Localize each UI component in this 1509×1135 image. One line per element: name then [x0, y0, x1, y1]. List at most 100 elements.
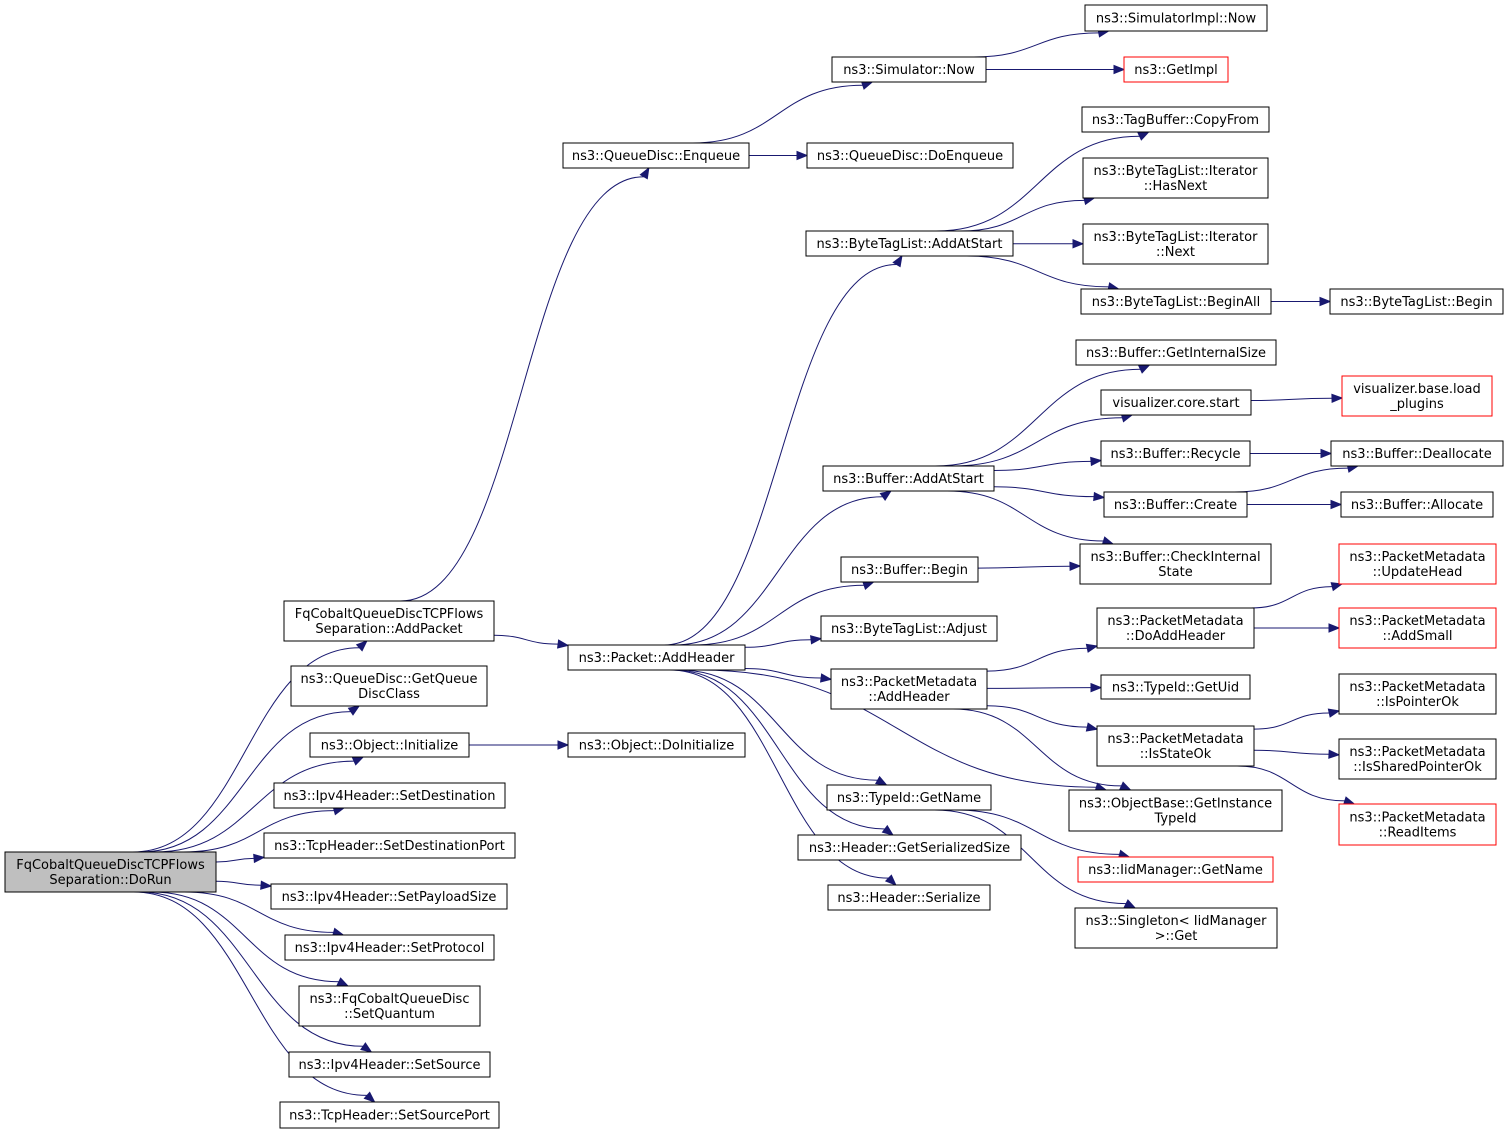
- node-singletonGet[interactable]: ns3::Singleton< IidManager>::Get: [1074, 907, 1278, 949]
- node-btlItNext[interactable]: ns3::ByteTagList::Iterator::Next: [1082, 223, 1269, 265]
- node-box: [1080, 288, 1272, 315]
- node-pmDoAddHeader[interactable]: ns3::PacketMetadata::DoAddHeader: [1096, 607, 1255, 649]
- node-label: ns3::PacketMetadata: [841, 675, 977, 690]
- node-ipv4SetPayload[interactable]: ns3::Ipv4Header::SetPayloadSize: [270, 883, 508, 910]
- node-ipv4SetProto[interactable]: ns3::Ipv4Header::SetProtocol: [284, 934, 495, 961]
- node-addPacket[interactable]: FqCobaltQueueDiscTCPFlowsSeparation::Add…: [283, 600, 495, 642]
- node-pmIsSharedPtrOk[interactable]: ns3::PacketMetadata::IsSharedPointerOk: [1338, 738, 1497, 780]
- node-pmReadItems[interactable]: ns3::PacketMetadata::ReadItems: [1338, 803, 1497, 846]
- edge-arrowhead: [1331, 393, 1344, 404]
- node-btlItHasNext[interactable]: ns3::ByteTagList::Iterator::HasNext: [1082, 157, 1269, 199]
- node-simNow[interactable]: ns3::Simulator::Now: [831, 56, 987, 83]
- node-vizStart[interactable]: visualizer.core.start: [1100, 389, 1252, 416]
- edge-arrowhead: [557, 639, 570, 649]
- node-label: ns3::PacketMetadata: [1349, 550, 1485, 565]
- node-label: ns3::Ipv4Header::SetSource: [299, 1058, 481, 1073]
- edge-addPacket-to-qdEnqueue: [400, 166, 650, 602]
- edge-line: [744, 639, 812, 648]
- node-objInitialize[interactable]: ns3::Object::Initialize: [309, 732, 470, 758]
- node-label: ns3::PacketMetadata: [1349, 614, 1485, 629]
- edge-doRun-to-ipv4SetSource: [139, 891, 373, 1053]
- node-box: [273, 782, 506, 809]
- node-btlBeginAll[interactable]: ns3::ByteTagList::BeginAll: [1080, 288, 1272, 315]
- edge-arrowhead: [1093, 491, 1106, 502]
- node-tidGetName[interactable]: ns3::TypeId::GetName: [826, 784, 992, 811]
- node-pmIsPointerOk[interactable]: ns3::PacketMetadata::IsPointerOk: [1338, 673, 1497, 715]
- node-qdDoEnqueue[interactable]: ns3::QueueDisc::DoEnqueue: [806, 142, 1014, 169]
- node-fqSetQuantum[interactable]: ns3::FqCobaltQueueDisc::SetQuantum: [298, 985, 481, 1027]
- edge-arrowhead: [1085, 643, 1099, 653]
- node-getImpl[interactable]: ns3::GetImpl: [1123, 56, 1229, 83]
- edge-arrowhead: [820, 673, 833, 683]
- node-vizLoadPlugins[interactable]: visualizer.base.load_plugins: [1341, 375, 1493, 417]
- node-label: ns3::TypeId::GetName: [837, 791, 981, 806]
- node-tbCopyFrom[interactable]: ns3::TagBuffer::CopyFrom: [1081, 106, 1270, 133]
- node-ipv4SetDest[interactable]: ns3::Ipv4Header::SetDestination: [273, 782, 506, 809]
- node-label: ::AddSmall: [1382, 629, 1452, 644]
- edge-arrowhead: [1137, 364, 1151, 374]
- node-box: [1100, 440, 1251, 467]
- node-box: [1103, 491, 1248, 518]
- edge-arrowhead: [860, 80, 874, 90]
- node-pmAddSmall[interactable]: ns3::PacketMetadata::AddSmall: [1338, 607, 1497, 649]
- node-box: [1338, 607, 1497, 649]
- edge-arrowhead: [351, 756, 365, 766]
- node-ipv4SetSource[interactable]: ns3::Ipv4Header::SetSource: [288, 1051, 491, 1078]
- node-box: [1077, 856, 1274, 883]
- edge-arrowhead: [347, 705, 361, 716]
- node-label: ns3::Header::GetSerializedSize: [809, 841, 1010, 856]
- edge-doRun-to-objInitialize: [154, 756, 365, 853]
- edge-line: [673, 669, 885, 830]
- node-hdrSerialize[interactable]: ns3::Header::Serialize: [827, 884, 991, 911]
- edge-line: [744, 668, 822, 679]
- edge-arrowhead: [1328, 749, 1341, 759]
- node-tcpSetSrcPort[interactable]: ns3::TcpHeader::SetSourcePort: [279, 1101, 500, 1129]
- node-bufBegin[interactable]: ns3::Buffer::Begin: [840, 556, 979, 583]
- node-pktAddHeader[interactable]: ns3::Packet::AddHeader: [567, 644, 746, 671]
- edge-line: [215, 880, 262, 886]
- node-btlBegin[interactable]: ns3::ByteTagList::Begin: [1329, 288, 1504, 315]
- node-label: ::IsPointerOk: [1376, 695, 1459, 710]
- node-btlAdjust[interactable]: ns3::ByteTagList::Adjust: [820, 615, 998, 642]
- node-bufAlloc[interactable]: ns3::Buffer::Allocate: [1340, 491, 1494, 518]
- node-label: ns3::Buffer::Create: [1114, 498, 1237, 513]
- node-hdrGetSerSize[interactable]: ns3::Header::GetSerializedSize: [797, 834, 1022, 861]
- node-iidGetName[interactable]: ns3::IidManager::GetName: [1077, 856, 1274, 883]
- node-objDoInit[interactable]: ns3::Object::DoInitialize: [567, 732, 746, 758]
- node-bufRecycle[interactable]: ns3::Buffer::Recycle: [1100, 440, 1251, 467]
- node-bufAddAtStart[interactable]: ns3::Buffer::AddAtStart: [822, 465, 995, 492]
- edge-line: [669, 669, 889, 879]
- node-label: ns3::QueueDisc::Enqueue: [572, 149, 740, 164]
- node-tcpSetDestPort[interactable]: ns3::TcpHeader::SetDestinationPort: [263, 832, 516, 859]
- edge-line: [952, 708, 1122, 787]
- node-tidGetUid[interactable]: ns3::TypeId::GetUid: [1100, 674, 1251, 700]
- node-box: [1341, 375, 1493, 417]
- node-btlAddAtStart[interactable]: ns3::ByteTagList::AddAtStart: [805, 230, 1014, 257]
- edge-line: [966, 255, 1109, 288]
- node-label: ns3::ByteTagList::AddAtStart: [817, 237, 1003, 252]
- node-pmAddHeader[interactable]: ns3::PacketMetadata::AddHeader: [830, 668, 988, 710]
- node-box: [1068, 789, 1283, 832]
- node-box: [1082, 223, 1269, 265]
- node-box: [1079, 543, 1272, 585]
- node-label: ns3::Buffer::Deallocate: [1342, 447, 1491, 462]
- node-bufDealloc[interactable]: ns3::Buffer::Deallocate: [1330, 440, 1504, 467]
- node-label: ns3::Buffer::Begin: [851, 563, 968, 578]
- node-bufGetIntSize[interactable]: ns3::Buffer::GetInternalSize: [1075, 339, 1277, 366]
- node-simImplNow[interactable]: ns3::SimulatorImpl::Now: [1084, 4, 1268, 32]
- node-bufCreate[interactable]: ns3::Buffer::Create: [1103, 491, 1248, 518]
- node-label: ns3::GetImpl: [1134, 63, 1218, 78]
- edge-bufCreate-to-bufDealloc: [1234, 463, 1360, 493]
- edge-arrowhead: [1327, 708, 1341, 718]
- node-pmUpdateHead[interactable]: ns3::PacketMetadata::UpdateHead: [1338, 543, 1497, 585]
- node-pmIsStateOk[interactable]: ns3::PacketMetadata::IsStateOk: [1096, 725, 1255, 767]
- node-label: ns3::TagBuffer::CopyFrom: [1092, 113, 1259, 128]
- edge-arrowhead: [1320, 448, 1333, 459]
- node-box: [1084, 4, 1268, 32]
- node-box: [1074, 907, 1278, 949]
- node-doRun[interactable]: FqCobaltQueueDiscTCPFlowsSeparation::DoR…: [4, 851, 217, 893]
- node-qdEnqueue[interactable]: ns3::QueueDisc::Enqueue: [562, 142, 750, 169]
